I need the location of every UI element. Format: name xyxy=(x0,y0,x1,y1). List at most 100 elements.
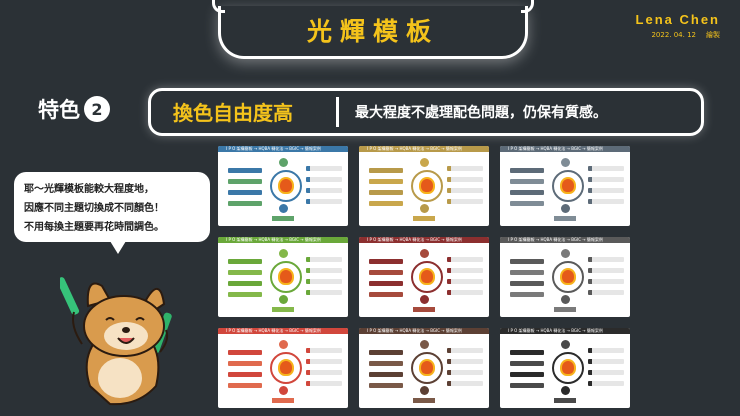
thumbnail-left-row xyxy=(510,168,544,173)
thumbnail-header-text: I P O 架構簡報 → HQBA 轉化法 → BGIC → 簡報案例 xyxy=(226,237,321,242)
thumbnail-header-text: I P O 架構簡報 → HQBA 轉化法 → BGIC → 簡報案例 xyxy=(226,146,321,151)
thumbnail-bottom-label xyxy=(554,307,576,312)
thumbnail-right-row xyxy=(588,177,624,182)
thumbnail-left-row xyxy=(510,259,544,264)
thumbnail-right-row xyxy=(306,279,342,284)
thumbnail-right-row xyxy=(306,348,342,353)
thumbnail-left-row xyxy=(369,168,403,173)
thumbnail-node-dot xyxy=(420,204,429,213)
title-frame: 光輝模板 xyxy=(218,6,528,59)
thumbnail-right-row xyxy=(306,268,342,273)
thumbnail-right-row xyxy=(588,381,624,386)
thumbnail-header-text: I P O 架構簡報 → HQBA 轉化法 → BGIC → 簡報案例 xyxy=(367,237,462,242)
thumbnail-left-row xyxy=(510,361,544,366)
thumbnail-left-row xyxy=(510,372,544,377)
thumbnail-node-dot xyxy=(279,295,288,304)
page-title: 光輝模板 xyxy=(306,17,439,46)
thumbnail-right-row xyxy=(447,268,483,273)
thumbnail-hub-icon xyxy=(552,170,584,202)
thumbnail-node-dot xyxy=(561,340,570,349)
template-thumbnail-dark: I P O 架構簡報 → HQBA 轉化法 → BGIC → 簡報案例 xyxy=(500,328,630,408)
thumbnail-right-row xyxy=(588,279,624,284)
thumbnail-left-row xyxy=(228,361,262,366)
thumbnail-left-row xyxy=(510,270,544,275)
template-thumbnail-gold: I P O 架構簡報 → HQBA 轉化法 → BGIC → 簡報案例 xyxy=(359,146,489,226)
thumbnail-node-dot xyxy=(561,295,570,304)
template-thumbnail-slate: I P O 架構簡報 → HQBA 轉化法 → BGIC → 簡報案例 xyxy=(500,146,630,226)
mascot-dog-illustration xyxy=(60,277,172,406)
thumbnail-left-row xyxy=(369,350,403,355)
thumbnail-right-row xyxy=(306,359,342,364)
thumbnail-header-text: I P O 架構簡報 → HQBA 轉化法 → BGIC → 簡報案例 xyxy=(508,146,603,151)
thumbnail-header-text: I P O 架構簡報 → HQBA 轉化法 → BGIC → 簡報案例 xyxy=(226,328,321,333)
thumbnail-header-text: I P O 架構簡報 → HQBA 轉化法 → BGIC → 簡報案例 xyxy=(508,237,603,242)
thumbnail-left-row xyxy=(228,281,262,286)
thumbnail-node-dot xyxy=(561,249,570,258)
thumbnail-right-row xyxy=(588,370,624,375)
thumbnail-right-row xyxy=(447,370,483,375)
thumbnail-node-dot xyxy=(561,386,570,395)
thumbnail-header-bar: I P O 架構簡報 → HQBA 轉化法 → BGIC → 簡報案例 xyxy=(500,146,630,152)
thumbnail-header-bar: I P O 架構簡報 → HQBA 轉化法 → BGIC → 簡報案例 xyxy=(359,146,489,152)
thumbnail-header-bar: I P O 架構簡報 → HQBA 轉化法 → BGIC → 簡報案例 xyxy=(359,328,489,334)
template-thumbnail-green: I P O 架構簡報 → HQBA 轉化法 → BGIC → 簡報案例 xyxy=(218,237,348,317)
thumbnail-hub-icon xyxy=(270,352,302,384)
thumbnail-hub-icon xyxy=(270,261,302,293)
template-thumbnail-brown: I P O 架構簡報 → HQBA 轉化法 → BGIC → 簡報案例 xyxy=(359,328,489,408)
thumbnail-right-row xyxy=(306,370,342,375)
thumbnail-left-row xyxy=(510,190,544,195)
thumbnail-right-row xyxy=(306,166,342,171)
bubble-line-3: 不用每換主題要再花時間調色。 xyxy=(24,222,164,233)
thumbnail-left-row xyxy=(369,190,403,195)
thumbnail-right-row xyxy=(447,381,483,386)
thumbnail-bottom-label xyxy=(413,216,435,221)
thumbnail-right-row xyxy=(588,348,624,353)
template-thumbnail-maroon: I P O 架構簡報 → HQBA 轉化法 → BGIC → 簡報案例 xyxy=(359,237,489,317)
thumbnail-right-row xyxy=(447,199,483,204)
thumbnail-left-row xyxy=(369,270,403,275)
thumbnail-header-bar: I P O 架構簡報 → HQBA 轉化法 → BGIC → 簡報案例 xyxy=(218,328,348,334)
thumbnail-bottom-label xyxy=(272,398,294,403)
thumbnail-left-row xyxy=(510,281,544,286)
thumbnail-left-row xyxy=(228,292,262,297)
thumbnail-left-row xyxy=(228,201,262,206)
thumbnail-left-row xyxy=(369,372,403,377)
thumbnail-header-bar: I P O 架構簡報 → HQBA 轉化法 → BGIC → 簡報案例 xyxy=(500,328,630,334)
thumbnail-left-row xyxy=(228,259,262,264)
thumbnail-bottom-label xyxy=(554,216,576,221)
thumbnail-right-row xyxy=(447,188,483,193)
thumbnail-hub-icon xyxy=(411,352,443,384)
bubble-line-1: 耶～光輝模板能較大程度地， xyxy=(24,184,154,195)
thumbnail-left-row xyxy=(510,292,544,297)
thumbnail-header-bar: I P O 架構簡報 → HQBA 轉化法 → BGIC → 簡報案例 xyxy=(218,146,348,152)
thumbnail-bottom-label xyxy=(413,307,435,312)
author-date: 2022. 04. 12 xyxy=(651,31,696,39)
thumbnail-header-text: I P O 架構簡報 → HQBA 轉化法 → BGIC → 簡報案例 xyxy=(508,328,603,333)
thumbnail-right-row xyxy=(447,257,483,262)
thumbnail-node-dot xyxy=(279,249,288,258)
thumbnail-node-dot xyxy=(279,386,288,395)
thumbnail-right-row xyxy=(447,177,483,182)
thumbnail-right-row xyxy=(588,257,624,262)
feature-label: 特色 2 xyxy=(38,94,110,124)
thumbnail-right-row xyxy=(588,188,624,193)
thumbnail-right-row xyxy=(306,381,342,386)
thumbnail-right-row xyxy=(306,290,342,295)
thumbnail-left-row xyxy=(369,259,403,264)
thumbnail-left-row xyxy=(369,201,403,206)
bubble-line-2: 因應不同主題切換成不同顏色！ xyxy=(24,203,164,214)
template-thumbnail-red: I P O 架構簡報 → HQBA 轉化法 → BGIC → 簡報案例 xyxy=(218,328,348,408)
thumbnail-header-text: I P O 架構簡報 → HQBA 轉化法 → BGIC → 簡報案例 xyxy=(367,146,462,151)
thumbnail-right-row xyxy=(588,199,624,204)
thumbnail-bottom-label xyxy=(272,307,294,312)
thumbnail-header-bar: I P O 架構簡報 → HQBA 轉化法 → BGIC → 簡報案例 xyxy=(500,237,630,243)
thumbnail-hub-icon xyxy=(270,170,302,202)
feature-description: 最大程度不處理配色問題，仍保有質感。 xyxy=(355,105,607,121)
thumbnail-right-row xyxy=(306,257,342,262)
feature-label-text: 特色 xyxy=(38,98,80,122)
thumbnail-node-dot xyxy=(561,158,570,167)
thumbnail-right-row xyxy=(447,348,483,353)
thumbnail-left-row xyxy=(369,179,403,184)
thumbnail-hub-icon xyxy=(552,261,584,293)
